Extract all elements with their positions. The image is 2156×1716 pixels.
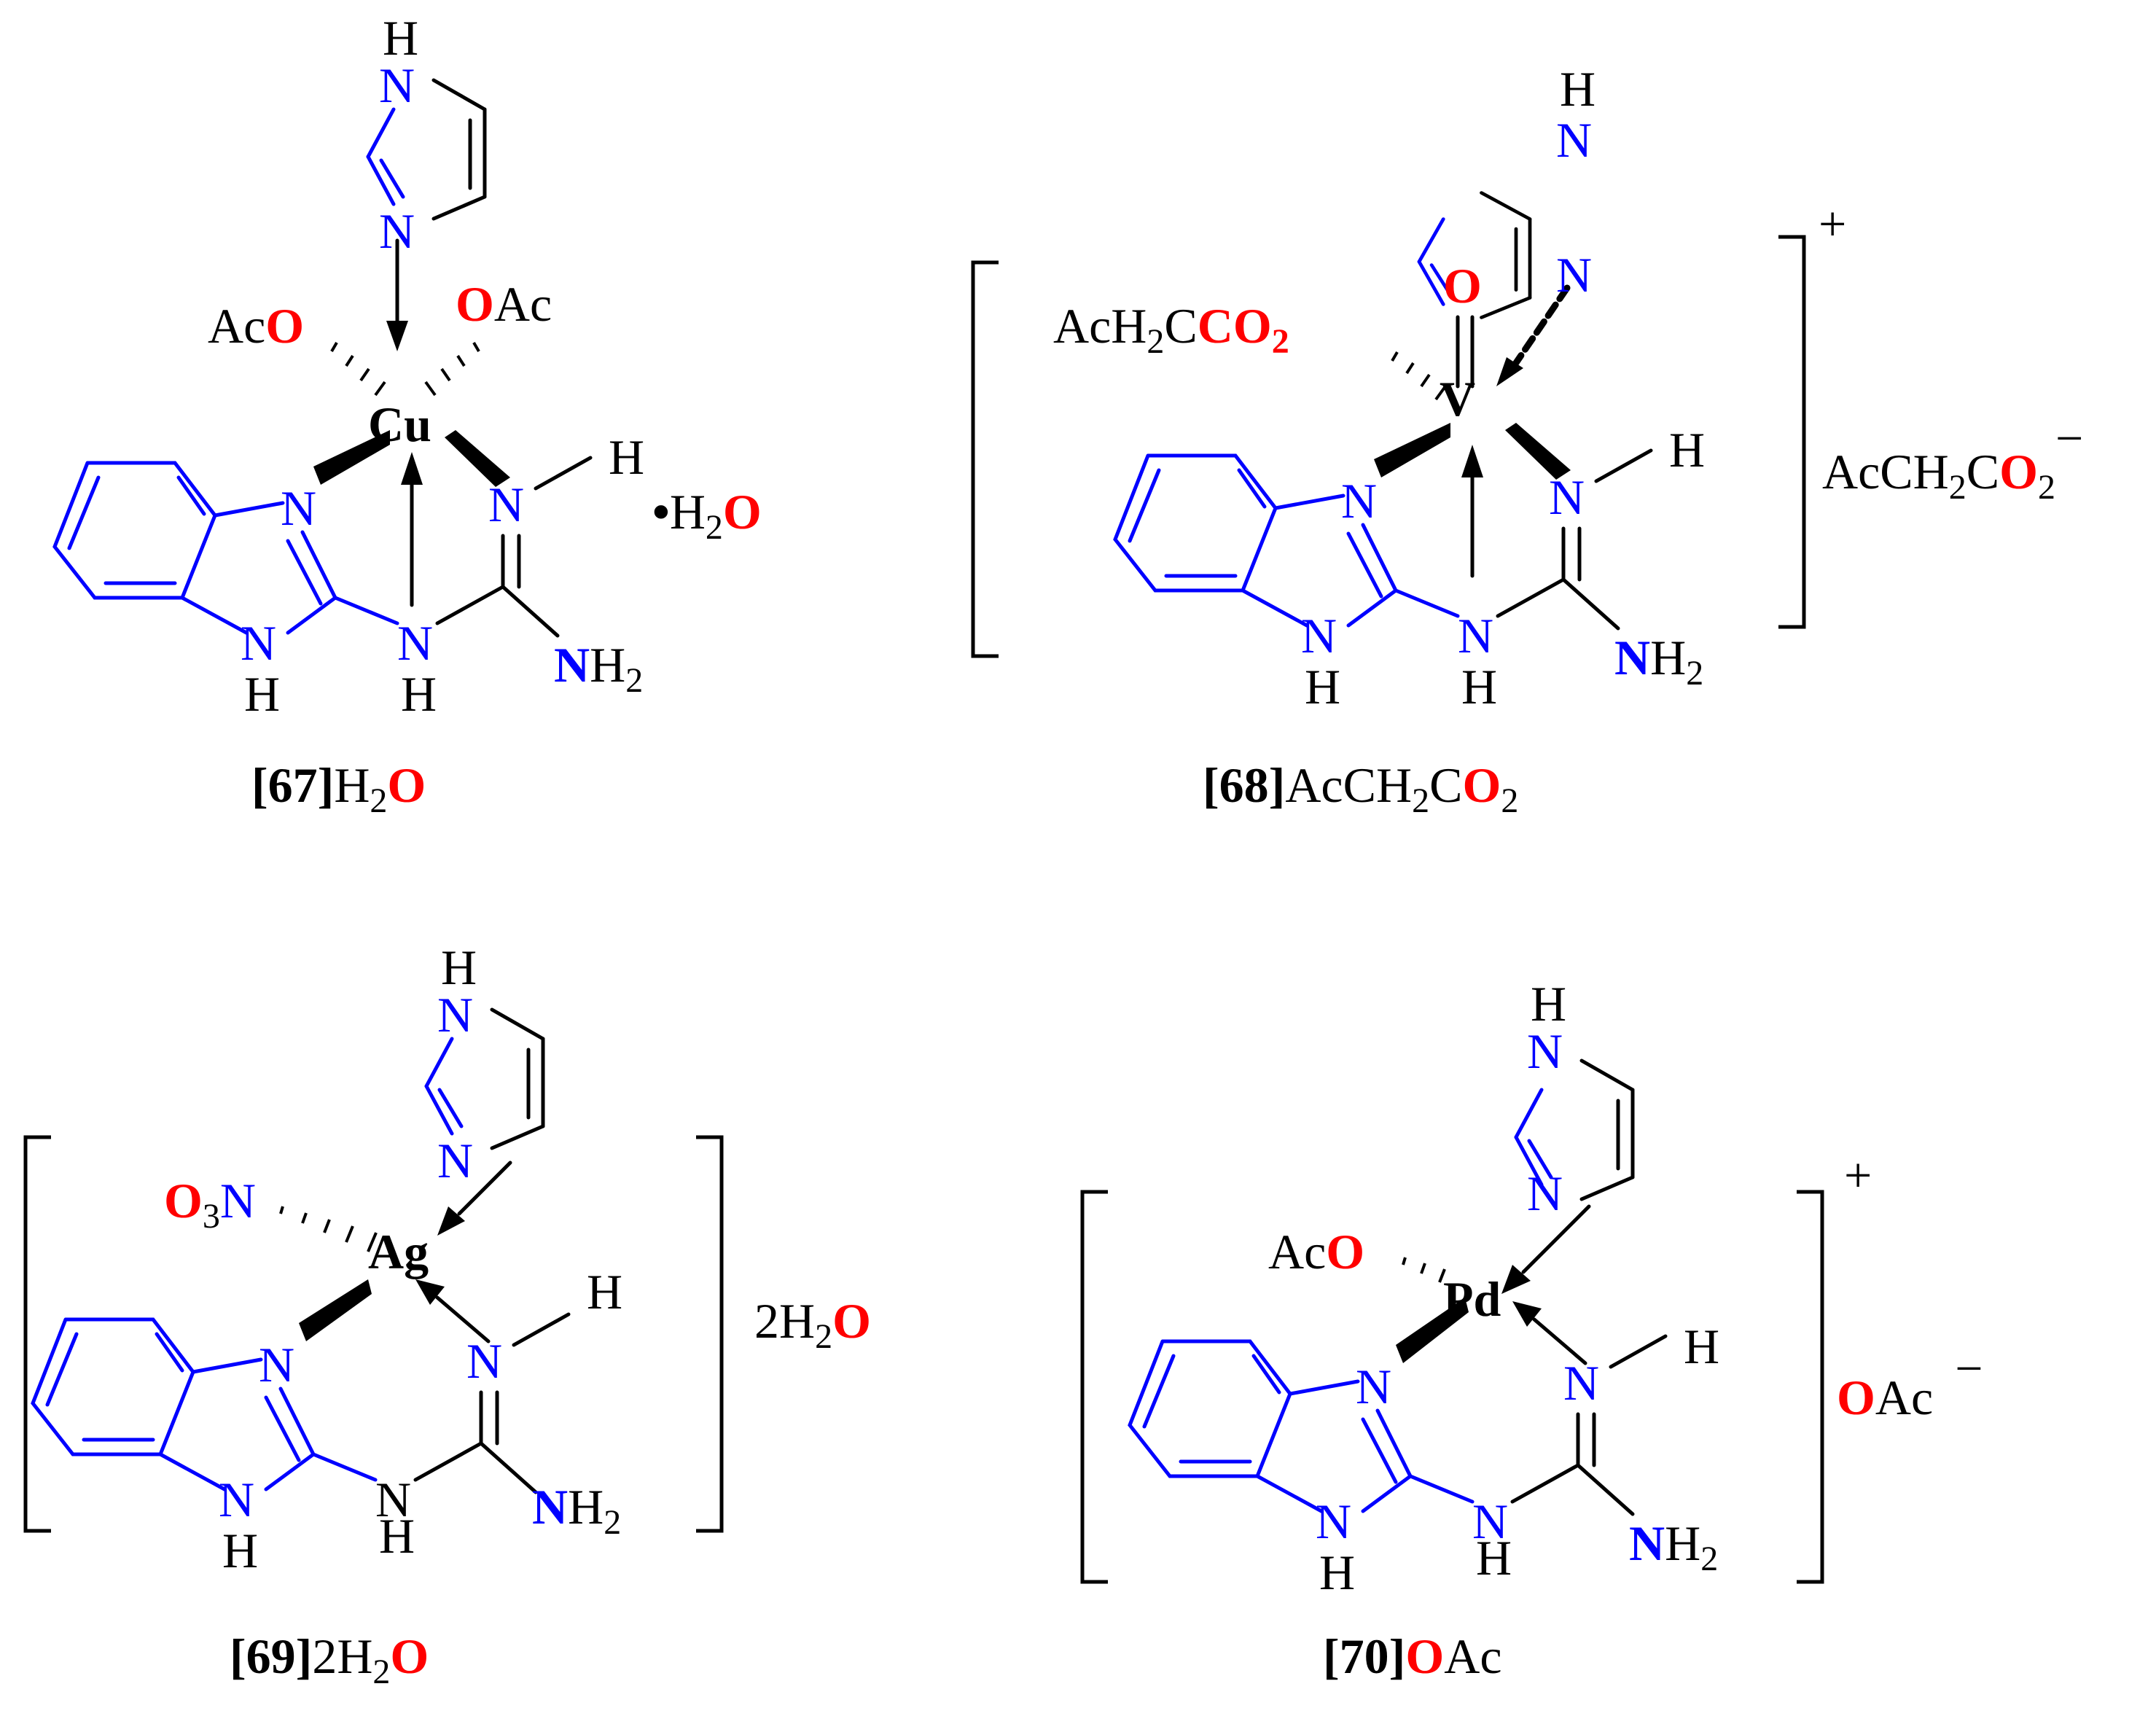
acetate-ligand: AcO (1268, 1224, 1364, 1279)
atom-label: H (441, 940, 477, 995)
atom-label: N (1527, 1166, 1563, 1221)
atom-label: N (1472, 1494, 1508, 1549)
atom-label: N (375, 1472, 411, 1527)
atom-label: N (379, 203, 415, 259)
acetate-left: AcO (208, 298, 304, 354)
counterion: AcCH2CO2− (1822, 410, 2083, 507)
amine-label: NH2 (1629, 1516, 1718, 1578)
water-solvate: •H2O (652, 484, 762, 547)
outer-water: 2H2O (754, 1293, 871, 1356)
atom-label: N (1549, 469, 1585, 525)
bracket-right (1797, 1190, 1824, 1584)
atom-label: H (1531, 976, 1566, 1031)
atom-label: N (1556, 247, 1592, 303)
atom-label: H (383, 10, 418, 66)
charge-label: + (1819, 196, 1846, 251)
atom-label: N (379, 58, 415, 113)
acetate-right: OAc (456, 276, 552, 332)
bracket-left (1080, 1190, 1108, 1584)
atom-label: N (1341, 473, 1377, 529)
hashed-bond-left (330, 341, 386, 397)
atom-label: N (281, 480, 316, 536)
atom-label: H (379, 1508, 415, 1564)
atom-label: N (241, 615, 276, 671)
compound-69: H N N O3N Ag N N H N H N H NH2 2H2O [69]… (23, 940, 871, 1691)
atom-label: N (397, 615, 433, 671)
atom-label: H (244, 666, 280, 722)
compound-68: H N N O AcH2CCO2 V N N H N H N H NH2 + A… (971, 61, 2083, 820)
bracket-left (971, 260, 999, 658)
compound-caption: [68]AcCH2CO2 (1203, 757, 1518, 820)
arrow-head (386, 321, 408, 351)
atom-label: H (1305, 659, 1340, 714)
counterion: OAc− (1837, 1341, 1983, 1425)
nitrate-ligand: O3N (164, 1173, 256, 1236)
atom-label: N (1356, 1359, 1391, 1414)
atom-label: H (1461, 659, 1497, 714)
atom-label: N (1527, 1023, 1563, 1079)
compound-70: H N N AcO Pd N N H N H N H NH2 + OAc− [7… (1080, 976, 1983, 1684)
atom-label: N (1563, 1355, 1599, 1411)
atom-label: H (401, 666, 437, 722)
bracket-left (23, 1135, 51, 1533)
atom-label: N (219, 1472, 254, 1527)
arrow-head (401, 452, 423, 485)
atom-label: N (488, 477, 524, 532)
atom-label: H (1560, 61, 1595, 117)
metal-center: Cu (368, 397, 431, 452)
metal-center: V (1440, 371, 1475, 426)
bracket-right (1778, 235, 1806, 629)
bracket-right (696, 1135, 724, 1533)
compound-caption: [70]OAc (1323, 1629, 1502, 1684)
metal-center: Pd (1443, 1271, 1501, 1327)
atom-label: N (1458, 608, 1493, 663)
charge-label: + (1844, 1147, 1872, 1203)
atom-label: N (259, 1337, 294, 1392)
atom-label: H (587, 1264, 622, 1319)
atom-label: N (437, 987, 473, 1042)
atom-label: H (1319, 1545, 1355, 1600)
atom-label: H (609, 429, 644, 485)
hashed-bond-right (424, 341, 480, 397)
atom-label: H (1684, 1319, 1719, 1374)
compound-caption: [67]H2O (251, 757, 426, 820)
atom-label: N (1301, 608, 1337, 663)
wedge-bond (445, 430, 510, 487)
compound-67: H N N AcO OAc Cu N N H N H N H NH2 •H2O … (55, 10, 762, 820)
atom-label: N (466, 1333, 502, 1389)
metal-center: Ag (368, 1224, 429, 1279)
compound-caption: [69]2H2O (230, 1629, 429, 1691)
acetoacetate-ligand: AcH2CCO2 (1053, 298, 1289, 361)
atom-label: N (1316, 1494, 1351, 1549)
amine-label: NH2 (532, 1479, 621, 1542)
oxo-label: O (1443, 258, 1482, 313)
atom-label: N (1556, 112, 1592, 168)
atom-label: H (1669, 422, 1705, 477)
atom-label: H (222, 1523, 258, 1578)
amine-label: NH2 (1614, 630, 1703, 693)
atom-label: H (1476, 1530, 1512, 1586)
amine-label: NH2 (554, 637, 643, 700)
atom-label: N (437, 1133, 473, 1188)
wedge-bond (313, 430, 390, 485)
